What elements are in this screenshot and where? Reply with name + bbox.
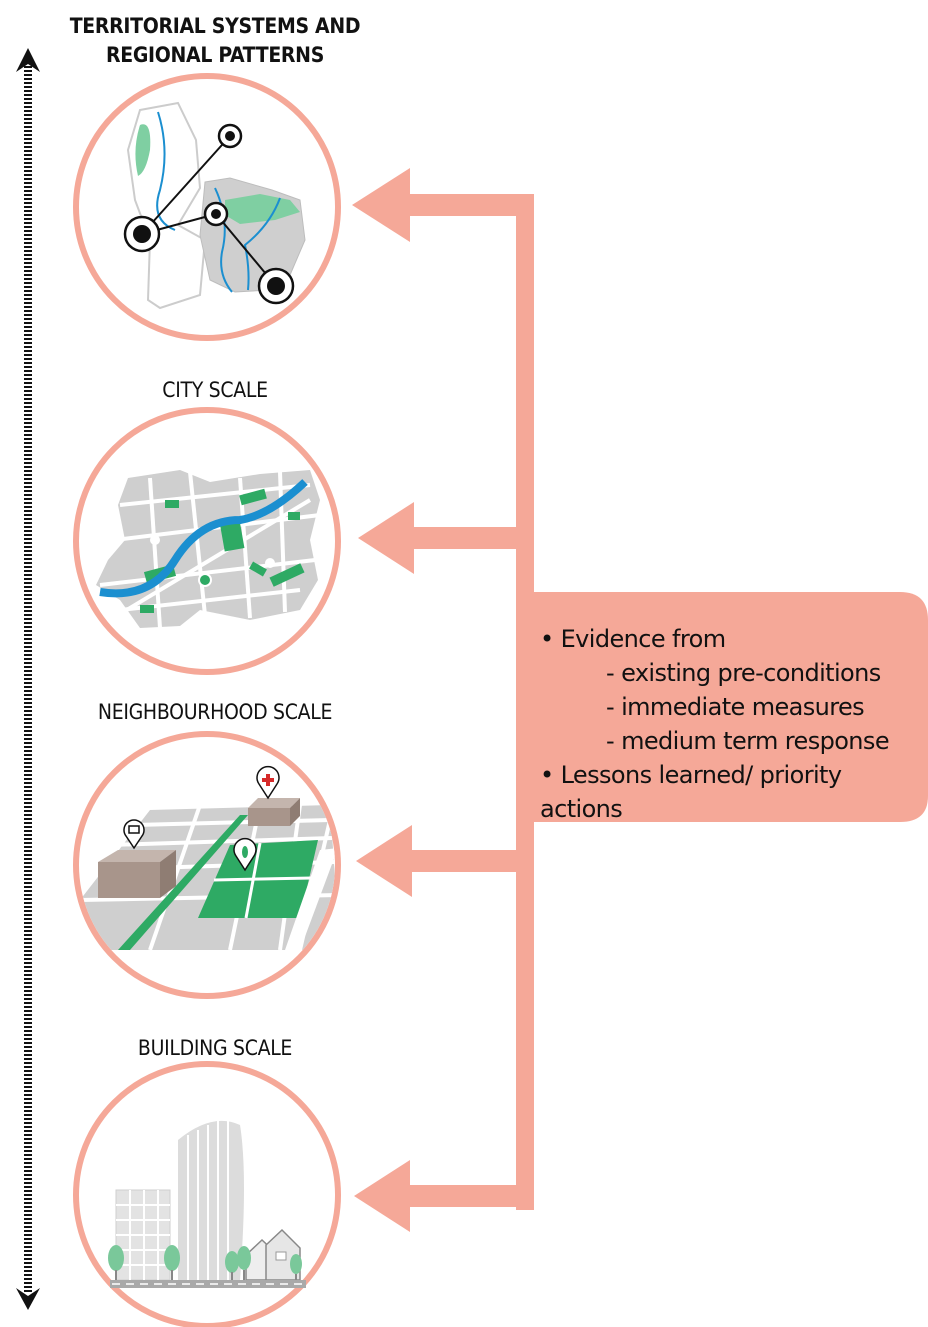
territorial-scale-title: TERRITORIAL SYSTEMS AND REGIONAL PATTERN… [60, 12, 370, 70]
tree-icon [225, 1251, 239, 1273]
neighbourhood-scale-title: NEIGHBOURHOOD SCALE [97, 700, 333, 724]
connector-arrows [352, 168, 928, 1232]
territorial-title-line1: TERRITORIAL SYSTEMS AND [69, 14, 361, 38]
axis-up-arrow-icon [16, 48, 40, 72]
arrow-shaft-territorial [400, 194, 534, 216]
axis-down-arrow-icon [16, 1288, 40, 1310]
neighbourhood-illustration [73, 731, 341, 999]
evidence-box-text: • Evidence from - existing pre-condition… [540, 622, 926, 826]
city-map-illustration [73, 407, 341, 675]
building-illustration [73, 1061, 341, 1327]
evidence-item: • Evidence from [540, 625, 726, 653]
tree-icon [290, 1254, 302, 1274]
lessons-item: • Lessons learned/ priority actions [540, 761, 842, 823]
arrow-head-building [354, 1160, 410, 1232]
territorial-title-line2: REGIONAL PATTERNS [105, 43, 325, 67]
city-scale-title: CITY SCALE [162, 378, 268, 402]
tree-icon [164, 1245, 180, 1271]
tree-icon [108, 1245, 124, 1271]
arrow-head-territorial [352, 168, 410, 242]
tree-icon [237, 1246, 251, 1270]
evidence-subitem: - medium term response [606, 727, 890, 755]
arrow-shaft-neighbourhood [400, 850, 520, 872]
park-pin-icon [233, 837, 257, 872]
evidence-subitem: - existing pre-conditions [606, 659, 881, 687]
hospital-pin-icon [256, 765, 280, 800]
arrow-head-neighbourhood [356, 825, 412, 897]
scale-axis [16, 48, 40, 1310]
school-pin-icon [123, 819, 145, 850]
evidence-subitem: - immediate measures [606, 693, 865, 721]
territorial-map-illustration [73, 73, 341, 341]
arrow-head-city [358, 502, 414, 574]
building-scale-title: BUILDING SCALE [137, 1036, 293, 1060]
arrow-shaft-city [400, 527, 520, 549]
evidence-box [520, 592, 928, 822]
arrow-shaft-building [400, 1185, 520, 1207]
